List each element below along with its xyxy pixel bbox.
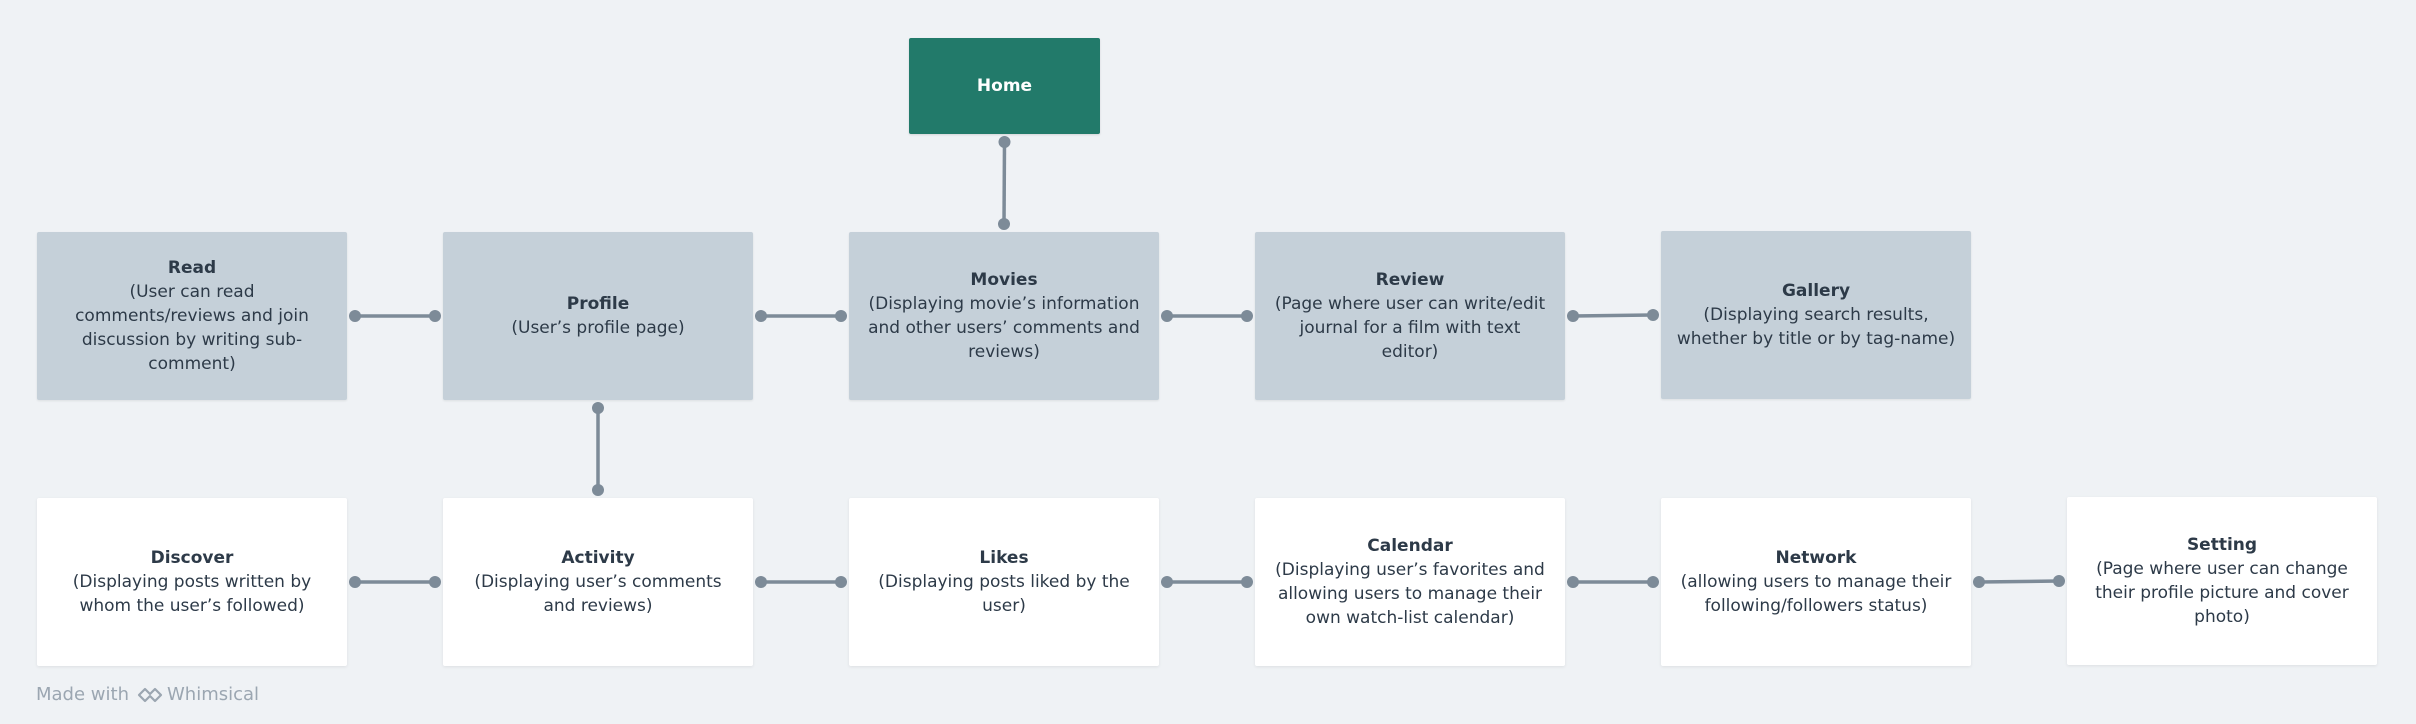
node-network-description: (allowing users to manage their followin… [1680,572,1952,616]
connector-endpoint [755,310,767,322]
node-profile-title: Profile [566,294,630,314]
node-discover[interactable]: Discover (Displaying posts written by wh… [37,498,347,666]
node-review-title: Review [1375,270,1445,290]
connector-profile-movies [755,310,847,322]
node-activity-title: Activity [561,548,635,568]
node-discover-description: (Displaying posts written by whom the us… [72,572,312,616]
whimsical-brand[interactable]: Whimsical [137,684,259,705]
connector-endpoint [429,576,441,588]
made-with-footer[interactable]: Made with Whimsical [36,684,259,705]
node-movies[interactable]: Movies (Displaying movie’s information a… [849,232,1159,400]
connector-activity-likes [755,576,847,588]
connector-endpoint [835,310,847,322]
node-movies-title: Movies [970,270,1038,290]
node-likes[interactable]: Likes (Displaying posts liked by the use… [849,498,1159,666]
node-review[interactable]: Review (Page where user can write/edit j… [1255,232,1565,400]
node-profile-description: (User’s profile page) [511,318,685,338]
node-activity-description: (Displaying user’s comments and reviews) [474,572,722,616]
connector-endpoint [429,310,441,322]
connector-calendar-network [1567,576,1659,588]
node-likes-title: Likes [979,548,1029,568]
node-setting[interactable]: Setting (Page where user can change thei… [2067,497,2377,665]
node-profile[interactable]: Profile (User’s profile page) [443,232,753,400]
connector-network-setting [1973,575,2065,588]
connector-endpoint [592,484,604,496]
connector-movies-review [1161,310,1253,322]
connector-endpoint [349,576,361,588]
connector-endpoint [2053,575,2065,587]
connector-discover-activity [349,576,441,588]
connector-endpoint [1567,576,1579,588]
node-calendar-description: (Displaying user’s favorites and allowin… [1275,560,1545,628]
node-home-title: Home [976,76,1033,96]
node-read[interactable]: Read (User can read comments/reviews and… [37,232,347,400]
connector-endpoint [592,402,604,414]
connector-endpoint [998,218,1010,230]
node-setting-description: (Page where user can change their profil… [2095,559,2349,627]
node-home[interactable]: Home [909,38,1100,134]
connector-endpoint [755,576,767,588]
made-with-label: Made with [36,684,129,705]
connector-endpoint [1647,309,1659,321]
node-movies-description: (Displaying movie’s information and othe… [868,294,1140,362]
connector-endpoint [1241,576,1253,588]
connector-profile-activity [592,402,604,496]
connector-read-profile [349,310,441,322]
connector-endpoint [1161,576,1173,588]
node-read-title: Read [167,258,217,278]
connector-endpoint [349,310,361,322]
connector-home-movies [998,136,1011,230]
connector-endpoint [1161,310,1173,322]
node-network-title: Network [1775,548,1857,568]
connector-review-gallery [1567,309,1659,322]
node-read-description: (User can read comments/reviews and join… [75,282,309,374]
node-calendar-title: Calendar [1367,536,1453,556]
node-gallery[interactable]: Gallery (Displaying search results, whet… [1661,231,1971,399]
connector-endpoint [998,136,1011,148]
connector-endpoint [1647,576,1659,588]
whimsical-logo-icon [137,687,163,702]
node-gallery-description: (Displaying search results, whether by t… [1676,305,1956,349]
connector-likes-calendar [1161,576,1253,588]
connector-endpoint [1567,310,1579,322]
node-review-description: (Page where user can write/edit journal … [1274,294,1546,362]
node-likes-description: (Displaying posts liked by the user) [878,572,1130,616]
whimsical-brand-label: Whimsical [166,684,260,705]
node-network[interactable]: Network (allowing users to manage their … [1661,498,1971,666]
node-calendar[interactable]: Calendar (Displaying user’s favorites an… [1255,498,1565,666]
connector-endpoint [1973,576,1985,588]
node-gallery-title: Gallery [1781,281,1851,301]
node-activity[interactable]: Activity (Displaying user’s comments and… [443,498,753,666]
node-setting-title: Setting [2186,535,2258,555]
connector-endpoint [835,576,847,588]
connector-endpoint [1241,310,1253,322]
node-discover-title: Discover [150,548,234,568]
